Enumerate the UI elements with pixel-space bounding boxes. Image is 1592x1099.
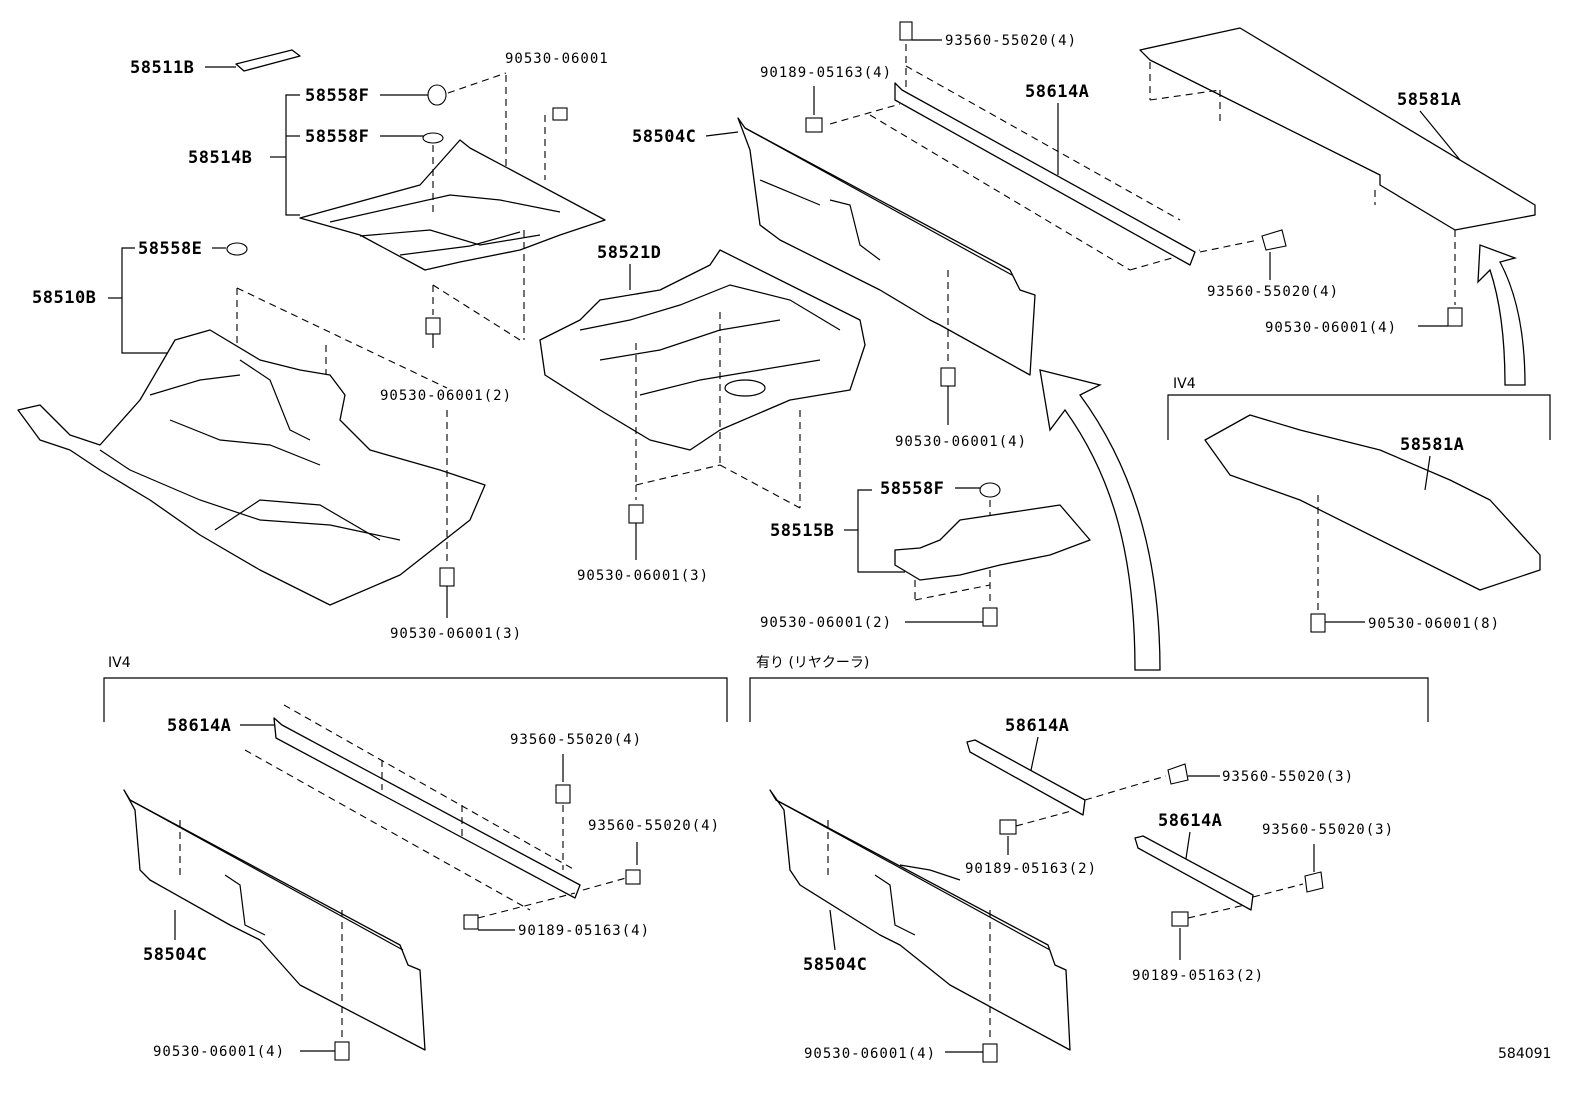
group-iv4-right: IV4 58581A 90530-06001(8) — [1167, 376, 1551, 633]
label-90530-3b: 90530-06001(3) — [577, 568, 709, 584]
label-90530-4a: 90530-06001(4) — [895, 434, 1027, 450]
screw-icon — [1261, 229, 1287, 251]
label-58504C-bl: 58504C — [143, 945, 207, 965]
label-90530-3a: 90530-06001(3) — [390, 626, 522, 642]
part-58514B — [299, 139, 606, 271]
part-58581A-top — [1139, 27, 1536, 231]
assembly-58581A-top: 58581A 90530-06001(4) — [1139, 27, 1536, 386]
label-58558E: 58558E — [138, 239, 202, 259]
label-58614A-br1: 58614A — [1005, 716, 1069, 736]
label-90530-4d: 90530-06001(4) — [804, 1046, 936, 1062]
part-58614A-br1 — [966, 739, 1086, 816]
label-58558F-3: 58558F — [880, 479, 944, 499]
label-58581A-iv4: 58581A — [1400, 435, 1464, 455]
assembly-58515B: 58558F 58515B 90530-06001(2) — [760, 479, 1091, 631]
label-58614A-br2: 58614A — [1158, 811, 1222, 831]
plug-icon — [422, 132, 444, 144]
assembly-front-floor: 58511B 58558F 58558F 58514B 90530-06001 … — [17, 49, 609, 642]
plug-icon — [427, 84, 447, 106]
clip-icon — [982, 607, 998, 627]
clip-icon — [982, 1043, 998, 1063]
clip-icon — [940, 367, 956, 387]
clip-icon — [552, 107, 568, 121]
label-58504C-br: 58504C — [803, 955, 867, 975]
group-rear-cooler: 有り (リヤクーラ) 58614A 93560-55020(3) 90189-0… — [749, 655, 1429, 1063]
label-58511B: 58511B — [130, 58, 194, 78]
plug-icon — [226, 242, 248, 256]
part-58521D — [539, 249, 866, 451]
part-58614A-br2 — [1134, 835, 1254, 911]
label-58614A-top: 58614A — [1025, 82, 1089, 102]
label-90530-2b: 90530-06001(2) — [760, 615, 892, 631]
clip-icon — [463, 914, 479, 930]
label-93560-top: 93560-55020(4) — [945, 33, 1077, 49]
screw-icon — [555, 784, 571, 804]
screw-icon — [625, 869, 641, 885]
screw-icon — [1167, 763, 1189, 785]
label-58558F-2: 58558F — [305, 127, 369, 147]
label-90189-br1: 90189-05163(2) — [965, 861, 1097, 877]
clip-icon — [425, 317, 441, 335]
label-58614A-bl: 58614A — [167, 716, 231, 736]
label-90189-br2: 90189-05163(2) — [1132, 968, 1264, 984]
label-90530-top: 90530-06001 — [505, 51, 609, 67]
label-90530-4c: 90530-06001(4) — [153, 1044, 285, 1060]
group-label-rear-cooler: 有り (リヤクーラ) — [756, 655, 869, 671]
diagram-id: 584091 — [1498, 1046, 1551, 1062]
label-58504C-top: 58504C — [632, 127, 696, 147]
label-58521D: 58521D — [597, 243, 661, 263]
screw-icon — [1304, 871, 1324, 893]
part-58581A-iv4 — [1204, 414, 1541, 591]
label-93560-br2: 93560-55020(3) — [1262, 822, 1394, 838]
part-58515B — [894, 504, 1091, 581]
arrow-icon — [1477, 244, 1526, 386]
part-58504C-top — [737, 117, 1036, 376]
plug-icon — [979, 482, 1001, 498]
screw-icon — [899, 21, 913, 41]
label-93560-bl2: 93560-55020(4) — [588, 818, 720, 834]
label-90530-2a: 90530-06001(2) — [380, 388, 512, 404]
part-58614A-bl — [273, 717, 581, 899]
label-58510B: 58510B — [32, 288, 96, 308]
assembly-rear-floor: 58521D 90530-06001(3) — [539, 243, 866, 584]
label-90530-8: 90530-06001(8) — [1368, 616, 1500, 632]
clip-icon — [805, 117, 823, 133]
label-93560-br1: 93560-55020(3) — [1222, 769, 1354, 785]
clip-icon — [1171, 911, 1189, 927]
label-90189-bl: 90189-05163(4) — [518, 923, 650, 939]
group-label-iv4-left: IV4 — [108, 655, 131, 671]
group-label-iv4-right: IV4 — [1173, 376, 1196, 392]
part-58504C-bl — [123, 789, 426, 1051]
clip-icon — [999, 819, 1017, 835]
clip-icon — [628, 504, 644, 524]
label-58581A-top: 58581A — [1397, 90, 1461, 110]
label-58514B: 58514B — [188, 148, 252, 168]
label-90189-top: 90189-05163(4) — [760, 65, 892, 81]
label-58515B: 58515B — [770, 521, 834, 541]
label-93560-mid: 93560-55020(4) — [1207, 284, 1339, 300]
arrow-icon — [1039, 369, 1161, 671]
group-iv4-left: IV4 58614A 93560-55020(4) 93560-55020(4)… — [103, 655, 728, 1061]
clip-icon — [1310, 613, 1326, 633]
part-58511B-pad — [235, 49, 301, 72]
clip-icon — [334, 1041, 350, 1061]
label-93560-bl1: 93560-55020(4) — [510, 732, 642, 748]
clip-icon — [439, 567, 455, 587]
part-58504C-br — [769, 789, 1071, 1051]
clip-icon — [1447, 307, 1463, 327]
part-58510B-carpet — [17, 329, 486, 606]
label-90530-4b: 90530-06001(4) — [1265, 320, 1397, 336]
part-58614A-top — [894, 82, 1196, 266]
assembly-rear-panel: 93560-55020(4) 90189-05163(4) 58614A 585… — [632, 21, 1339, 671]
label-58558F-1: 58558F — [305, 86, 369, 106]
